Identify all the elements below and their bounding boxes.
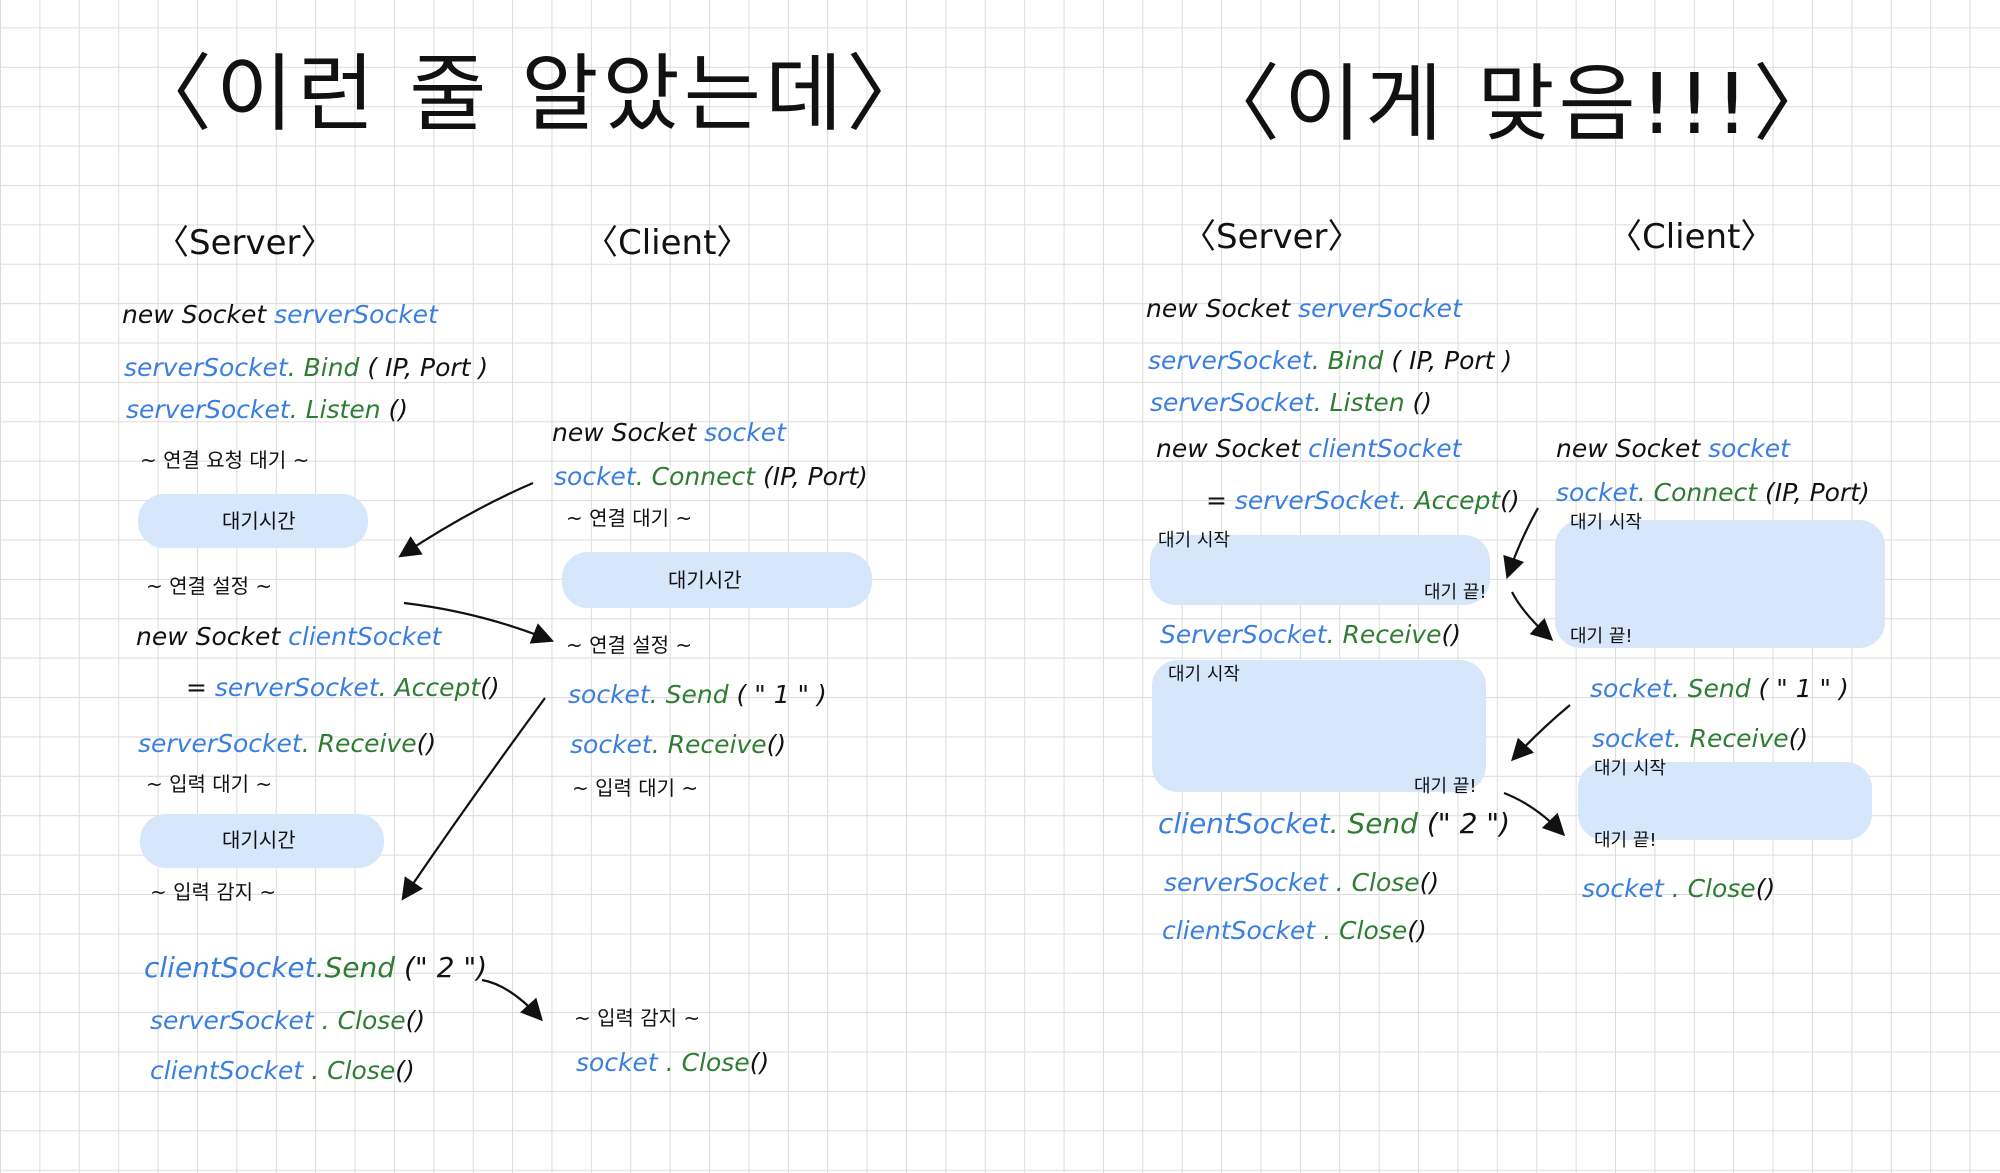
right-client-heading: 〈Client〉	[1608, 217, 1775, 257]
right-server-heading: 〈Server〉	[1182, 217, 1362, 257]
right-client-line-connect: socket. Connect (IP, Port)	[1556, 478, 1870, 507]
left-client-heading: 〈Client〉	[584, 223, 751, 263]
right-server-line-send: clientSocket. Send (" 2 ")	[1158, 807, 1511, 840]
right-client-wait-start-1: 대기 시작	[1570, 512, 1642, 533]
left-client-line-new: new Socket socket	[552, 418, 786, 447]
right-client-wait-highlight-2	[1578, 762, 1872, 840]
right-client-wait-end-2: 대기 끝!	[1594, 830, 1657, 851]
right-server-line-listen: serverSocket. Listen ()	[1150, 388, 1433, 417]
left-client-conn-set: ~ 연결 설정 ~	[566, 633, 693, 657]
left-server-heading: 〈Server〉	[155, 223, 335, 263]
left-client-wait-highlight	[562, 552, 872, 608]
left-server-line-client: new Socket clientSocket	[136, 622, 442, 651]
left-server-line-listen: serverSocket. Listen ()	[126, 395, 409, 424]
right-server-line-receive: ServerSocket. Receive()	[1160, 620, 1461, 649]
arrow-left-connect	[398, 481, 534, 558]
right-server-line-accept: = serverSocket. Accept()	[1206, 486, 1520, 515]
left-client-wait-input: ~ 입력 대기 ~	[572, 776, 699, 800]
right-server-wait-start-2: 대기 시작	[1168, 664, 1240, 685]
right-server-line-new: new Socket serverSocket	[1146, 294, 1462, 323]
left-server-input-detect: ~ 입력 감지 ~	[150, 880, 277, 904]
right-server-wait-start-1: 대기 시작	[1158, 530, 1230, 551]
arrow-right-send1	[1511, 704, 1571, 762]
left-client-wait-conn: ~ 연결 대기 ~	[566, 506, 693, 530]
arrow-left-send1	[401, 697, 546, 901]
left-client-wait-time: 대기시간	[668, 568, 742, 592]
right-client-line-new: new Socket socket	[1556, 434, 1790, 463]
arrow-right-send2	[1503, 791, 1566, 837]
left-server-wait-input: ~ 입력 대기 ~	[146, 772, 273, 796]
right-client-wait-end-1: 대기 끝!	[1570, 626, 1633, 647]
left-server-line-close2: clientSocket . Close()	[150, 1056, 415, 1085]
left-client-line-send: socket. Send ( " 1 " )	[568, 680, 827, 709]
right-client-wait-start-2: 대기 시작	[1594, 758, 1666, 779]
left-server-wait-time-1: 대기시간	[222, 509, 296, 533]
right-server-wait-end-2: 대기 끝!	[1414, 776, 1477, 797]
left-server-line-close1: serverSocket . Close()	[150, 1006, 426, 1035]
right-client-line-send: socket. Send ( " 1 " )	[1590, 674, 1849, 703]
arrow-right-connect	[1503, 507, 1539, 580]
right-server-wait-highlight-1	[1150, 535, 1490, 605]
right-server-line-client: new Socket clientSocket	[1156, 434, 1462, 463]
right-server-wait-end-1: 대기 끝!	[1424, 582, 1487, 603]
left-server-wait-highlight-2	[140, 814, 384, 868]
left-client-line-receive: socket. Receive()	[570, 730, 787, 759]
left-server-wait-time-2: 대기시간	[222, 828, 296, 852]
right-title: 〈이게 맞음!!!〉	[1196, 55, 1841, 153]
arrow-right-accept	[1511, 591, 1554, 641]
left-server-wait-request: ~ 연결 요청 대기 ~	[140, 448, 310, 472]
left-client-line-connect: socket. Connect (IP, Port)	[554, 462, 868, 491]
right-client-line-receive: socket. Receive()	[1592, 724, 1809, 753]
right-client-line-close: socket . Close()	[1582, 874, 1776, 903]
right-server-line-bind: serverSocket. Bind ( IP, Port )	[1148, 346, 1513, 375]
left-client-input-detect: ~ 입력 감지 ~	[574, 1006, 701, 1030]
left-server-wait-highlight-1	[138, 494, 368, 548]
left-server-conn-set: ~ 연결 설정 ~	[146, 574, 273, 598]
left-server-line-accept: = serverSocket. Accept()	[186, 673, 500, 702]
right-server-line-close2: clientSocket . Close()	[1162, 916, 1427, 945]
right-client-wait-highlight-1	[1555, 520, 1885, 648]
arrow-left-accept	[403, 601, 555, 644]
left-server-line-bind: serverSocket. Bind ( IP, Port )	[124, 353, 489, 382]
right-server-wait-highlight-2	[1152, 660, 1486, 792]
left-server-line-send: clientSocket.Send (" 2 ")	[144, 951, 488, 984]
left-title: 〈이런 줄 알았는데〉	[128, 45, 935, 143]
right-server-line-close1: serverSocket . Close()	[1164, 868, 1440, 897]
left-server-line-receive: serverSocket. Receive()	[138, 729, 437, 758]
left-server-line-new: new Socket serverSocket	[122, 300, 438, 329]
arrow-left-send2	[481, 978, 543, 1022]
left-client-line-close: socket . Close()	[576, 1048, 770, 1077]
